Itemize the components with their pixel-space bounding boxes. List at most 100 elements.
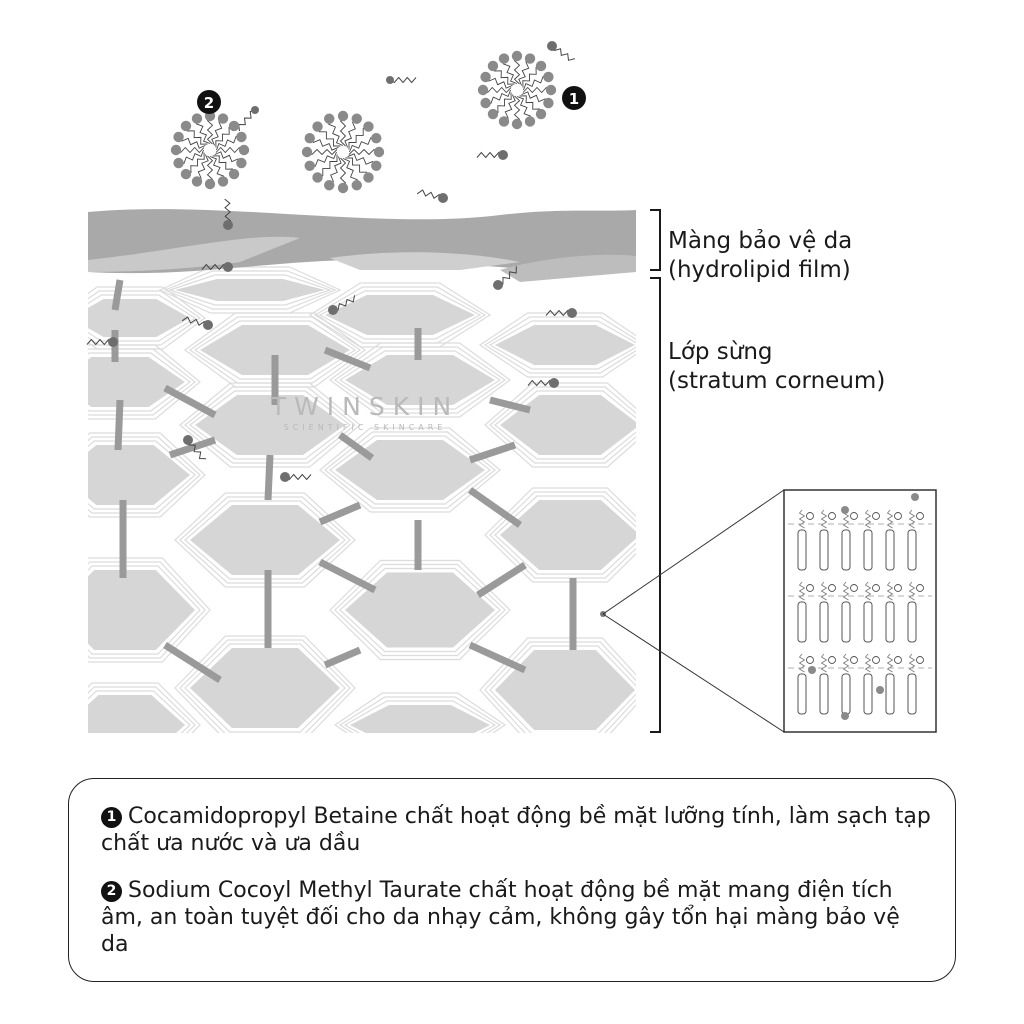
watermark-tagline: SCIENTIFIC SKINCARE (283, 423, 447, 432)
molecule-head (841, 712, 849, 720)
corneocyte (345, 355, 495, 405)
badge-2-label: 2 (204, 94, 214, 112)
corneocyte (195, 395, 345, 455)
legend-text-1: Cocamidopropyl Betaine chất hoạt động bề… (101, 804, 931, 856)
lipid-capsule (797, 601, 807, 643)
corneocyte (495, 325, 635, 365)
lipid-capsule (907, 673, 917, 715)
corneocyte (350, 705, 490, 733)
surfactant-molecule (86, 337, 118, 347)
stratum-corneum (88, 266, 636, 733)
surfactant-molecule (547, 41, 576, 61)
bridge (168, 436, 217, 459)
film-bracket (650, 209, 661, 271)
corneocyte (190, 505, 340, 575)
legend-text-2: Sodium Cocoyl Methyl Taurate chất hoạt đ… (101, 878, 900, 957)
corneum-label-line2: (stratum corneum) (668, 368, 886, 394)
lipid-capsule (863, 601, 873, 643)
lipid-capsule (885, 529, 895, 571)
lipid-capsule (819, 601, 829, 643)
corneocyte (325, 295, 475, 335)
surfactant-molecule (183, 435, 207, 460)
surfactant-molecule (386, 76, 417, 84)
surfactant-molecule (416, 189, 448, 203)
legend-number-2: 2 (101, 881, 122, 902)
bridge (323, 346, 372, 372)
surfactant-molecule (280, 472, 312, 482)
corneocyte (345, 572, 495, 648)
watermark-brand: TWINSKIN (270, 392, 460, 421)
legend-number-1: 1 (101, 807, 122, 828)
bridge (467, 487, 523, 528)
molecule-head (911, 493, 919, 501)
surfactant-molecule (328, 295, 356, 315)
corneocyte (200, 325, 350, 375)
lipid-capsule (885, 673, 895, 715)
corneocyte (500, 395, 636, 455)
stratum-corneum-label: Lớp sừng (stratum corneum) (668, 338, 885, 396)
bridge (114, 399, 124, 451)
corneocyte (88, 570, 195, 650)
surfactant-molecule (545, 308, 577, 318)
bridge (323, 646, 362, 669)
corneocyte (88, 357, 185, 407)
surfactant-molecule (223, 198, 233, 230)
micelle (301, 110, 385, 194)
corneocyte (88, 695, 185, 733)
micelles (170, 50, 557, 194)
corneocyte (495, 650, 635, 730)
lipid-capsule (863, 529, 873, 571)
molecule-head (841, 506, 849, 514)
lipid-capsule (797, 673, 807, 715)
corneocyte (190, 648, 340, 728)
bridge (337, 432, 375, 461)
surfactant-monomers (86, 41, 577, 482)
corneocyte (88, 445, 190, 505)
corneocyte-cells (88, 266, 636, 733)
corneum-label-line1: Lớp sừng (668, 339, 773, 365)
bridge (468, 641, 527, 674)
surfactant-molecule (493, 266, 517, 290)
bridge (318, 558, 377, 594)
micelle (170, 110, 250, 190)
corneocyte (500, 500, 636, 570)
bridge (468, 441, 517, 464)
lipid-capsule (819, 529, 829, 571)
corneocyte (175, 279, 325, 301)
corneum-bracket (650, 277, 661, 733)
bridge (489, 396, 531, 414)
molecule-head (876, 686, 884, 694)
badge-2: 2 (197, 90, 221, 114)
lipid-capsule (907, 601, 917, 643)
lipid-capsule (841, 601, 851, 643)
surfactant-molecule (527, 378, 559, 388)
lipid-capsule (797, 529, 807, 571)
surfactant-molecule (238, 106, 259, 132)
bridge (476, 562, 527, 598)
surfactant-molecule (201, 262, 233, 272)
zoom-callout (600, 489, 937, 733)
bridge (163, 642, 222, 683)
badge-1: 1 (562, 86, 586, 110)
lipid-capsule (885, 601, 895, 643)
bridge (111, 279, 124, 311)
bridge (163, 384, 217, 419)
lipid-capsule (819, 673, 829, 715)
lipid-capsule (841, 529, 851, 571)
lipid-bilayer-zoom (788, 493, 932, 720)
bridge (264, 454, 274, 501)
surfactant-molecule (476, 150, 508, 160)
lipid-capsule (863, 673, 873, 715)
bridge (318, 501, 362, 526)
badge-1-label: 1 (569, 90, 579, 108)
lipid-capsule (907, 529, 917, 571)
surfactant-molecule (181, 316, 213, 330)
hydrolipid-film-label: Màng bảo vệ da (hydrolipid film) (668, 227, 852, 285)
film-label-line1: Màng bảo vệ da (668, 228, 853, 254)
micelle (477, 50, 557, 130)
skin-diagram: 2 1 (86, 41, 937, 733)
molecule-head (808, 666, 816, 674)
film-label-line2: (hydrolipid film) (668, 257, 851, 283)
